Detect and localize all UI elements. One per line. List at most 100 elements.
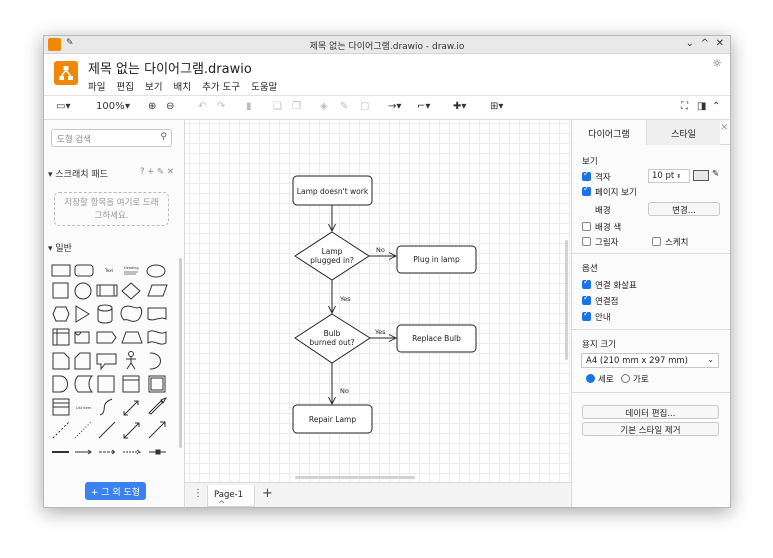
shape-bidirectional-arrow[interactable] <box>123 400 139 416</box>
shape-link[interactable] <box>123 449 141 455</box>
grid-checkbox[interactable] <box>582 169 591 181</box>
close-panel-icon[interactable]: ✕ <box>720 123 728 133</box>
shape-internal-storage[interactable] <box>52 328 70 346</box>
zoom-out-icon[interactable]: ⊖ <box>166 101 175 112</box>
node-replace-bulb[interactable] <box>396 324 477 353</box>
shape-textbox[interactable]: Heading <box>124 266 139 270</box>
shape-curve[interactable] <box>99 398 113 416</box>
shape-dashed-arrow[interactable] <box>99 449 116 455</box>
shape-cloud[interactable] <box>120 305 143 322</box>
diagram-canvas[interactable]: Lamp doesn't work Lamp plugged in? Plug … <box>185 120 571 482</box>
node-repair-lamp[interactable] <box>292 404 373 434</box>
toggle-panel-icon[interactable]: ◨ <box>697 101 707 112</box>
landscape-radio[interactable] <box>621 374 630 383</box>
connection-style-icon[interactable]: →▾ <box>388 101 402 112</box>
shape-circle[interactable] <box>74 282 92 300</box>
collapse-icon[interactable]: ⌃ <box>712 101 721 112</box>
shape-square[interactable] <box>52 282 69 299</box>
zoom-select[interactable]: 100% <box>96 101 125 112</box>
theme-sun-icon[interactable]: ☼ <box>712 57 722 70</box>
shape-list-item[interactable]: List Item <box>76 406 92 410</box>
scratchpad-dropzone[interactable]: 저장할 항목을 여기로 드래그하세요. <box>54 192 169 226</box>
page-view-checkbox[interactable] <box>582 184 591 196</box>
document-title[interactable]: 제목 없는 다이어그램.drawio <box>88 62 252 77</box>
undo-icon[interactable]: ↶ <box>198 101 207 112</box>
general-section-header[interactable]: ▾ 일반 <box>48 244 72 254</box>
close-window-button[interactable]: ✕ <box>715 38 724 49</box>
more-shapes-button[interactable]: + 그 외 도형 <box>85 482 146 500</box>
sidebar-scrollbar[interactable] <box>179 258 182 448</box>
shape-search-input[interactable]: 도형 검색 ⚲ <box>51 129 172 147</box>
maximize-button[interactable]: ^ <box>700 38 709 49</box>
canvas-horizontal-scrollbar[interactable] <box>295 476 415 479</box>
delete-icon[interactable]: ▮ <box>246 101 252 112</box>
redo-icon[interactable]: ↷ <box>217 101 226 112</box>
shape-note[interactable] <box>52 352 70 370</box>
shape-callout[interactable] <box>96 353 117 371</box>
grid-color-swatch[interactable] <box>693 170 709 181</box>
shape-arrow-line[interactable] <box>75 449 92 455</box>
page-menu-icon[interactable]: ⋮ <box>193 488 203 499</box>
fill-color-icon[interactable]: ◈ <box>320 101 328 112</box>
menu-view[interactable]: 보기 <box>145 82 163 93</box>
connection-points-checkbox[interactable] <box>582 293 591 305</box>
page-tab[interactable]: Page-1 ^ <box>207 485 255 507</box>
minimize-button[interactable]: ⌄ <box>685 38 694 49</box>
shape-bidirectional-connector[interactable] <box>123 422 140 439</box>
to-back-icon[interactable]: ❐ <box>292 101 301 112</box>
menu-edit[interactable]: 편집 <box>116 82 134 93</box>
menu-help[interactable]: 도움말 <box>251 82 278 93</box>
to-front-icon[interactable]: ❏ <box>273 101 282 112</box>
connection-arrows-checkbox[interactable] <box>582 277 591 289</box>
grid-size-input[interactable]: 10 pt ⬍ <box>648 169 690 183</box>
zoom-dropdown-chevron-icon[interactable]: ▾ <box>125 101 131 112</box>
add-page-button[interactable]: + <box>262 486 273 501</box>
grid-color-pencil-icon[interactable]: ✎ <box>712 169 720 179</box>
change-background-button[interactable]: 변경... <box>648 202 720 216</box>
tab-diagram[interactable]: 다이어그램 <box>572 120 646 145</box>
portrait-radio[interactable] <box>586 374 595 383</box>
scratchpad-header[interactable]: ▾ 스크래치 패드 <box>48 170 108 180</box>
shape-stored-data[interactable] <box>74 375 94 393</box>
sketch-checkbox[interactable] <box>652 237 661 246</box>
general-shapes-palette[interactable]: Text Heading <box>50 262 176 467</box>
page-tab-chevron-icon[interactable]: ^ <box>218 500 226 508</box>
edit-data-button[interactable]: 데이터 편집... <box>582 405 719 419</box>
fullscreen-icon[interactable]: ⛶ <box>681 101 688 112</box>
shape-card[interactable] <box>74 352 91 370</box>
shape-rectangle[interactable] <box>51 264 71 277</box>
shape-text[interactable]: Text <box>104 268 114 273</box>
insert-plus-icon[interactable]: ✚▾ <box>453 101 467 112</box>
shape-step[interactable] <box>96 331 117 344</box>
shape-square-2[interactable] <box>97 375 115 393</box>
shape-line[interactable] <box>98 421 116 439</box>
shape-arrow[interactable] <box>148 396 168 415</box>
scratchpad-tools[interactable]: ? + ✎ ✕ <box>140 167 174 177</box>
shape-frame[interactable] <box>148 375 166 393</box>
shape-rounded-rectangle[interactable] <box>74 264 94 277</box>
shape-tape[interactable] <box>147 330 167 345</box>
tab-style[interactable]: 스타일 <box>646 120 720 145</box>
waypoints-icon[interactable]: ⌐▾ <box>417 101 431 112</box>
background-color-checkbox[interactable] <box>582 222 591 231</box>
shape-container[interactable] <box>122 375 140 393</box>
flowchart[interactable]: Lamp doesn't work Lamp plugged in? Plug … <box>185 120 571 482</box>
shape-actor[interactable] <box>126 356 136 370</box>
node-plug-in-lamp[interactable] <box>396 245 477 274</box>
shape-hexagon[interactable] <box>52 306 70 322</box>
shape-cube[interactable] <box>74 331 90 344</box>
canvas-vertical-scrollbar[interactable] <box>565 240 568 360</box>
shape-parallelogram[interactable] <box>147 284 168 297</box>
shape-trapezoid[interactable] <box>121 331 143 344</box>
paper-size-select[interactable]: A4 (210 mm x 297 mm) ⌄ <box>581 353 719 368</box>
shadow-icon[interactable]: ▢ <box>360 101 370 112</box>
shape-directional-connector[interactable] <box>148 421 166 439</box>
shape-cylinder[interactable] <box>97 304 113 324</box>
menu-extras[interactable]: 추가 도구 <box>202 82 241 93</box>
shape-flow[interactable] <box>149 449 166 455</box>
menu-file[interactable]: 파일 <box>88 82 106 93</box>
shape-delay[interactable] <box>52 375 68 393</box>
zoom-in-icon[interactable]: ⊕ <box>148 101 157 112</box>
shape-or[interactable] <box>149 352 161 370</box>
format-panel-toggle-icon[interactable]: ▭▾ <box>56 101 71 112</box>
